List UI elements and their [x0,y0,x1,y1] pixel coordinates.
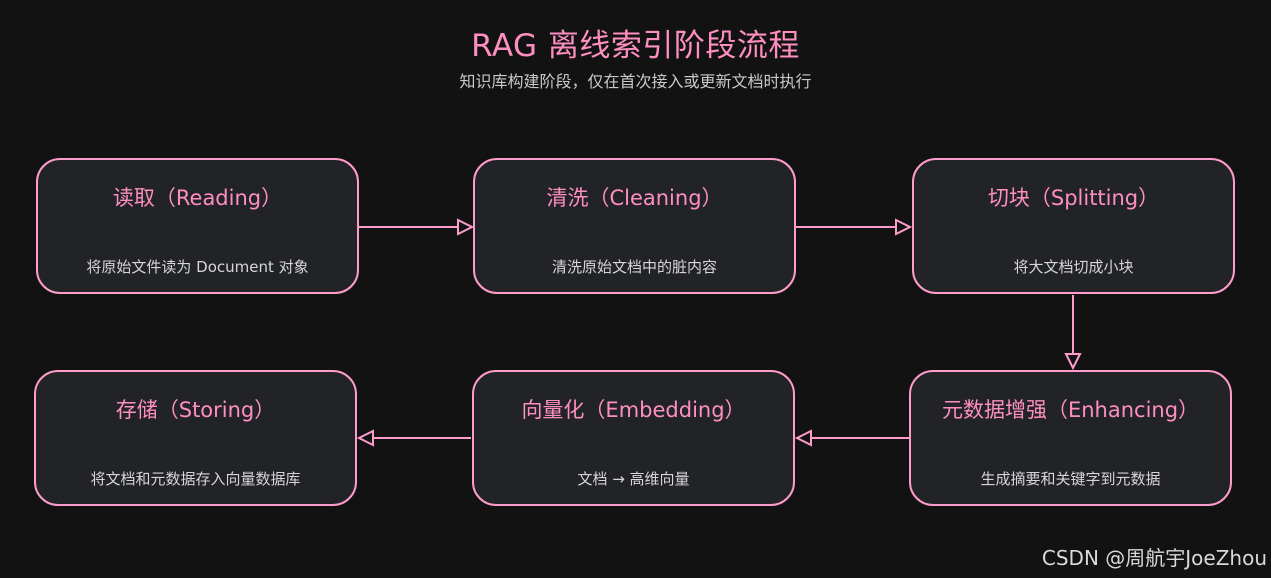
node-desc-enhancing: 生成摘要和关键字到元数据 [980,470,1161,488]
arrowhead-splitting [895,218,913,236]
node-title-cleaning: 清洗（Cleaning） [546,186,723,210]
node-desc-cleaning: 清洗原始文档中的脏内容 [551,258,717,276]
arrowhead-enhancing [1064,353,1082,371]
watermark: CSDN @周航宇JoeZhou [1041,546,1267,570]
node-storing: 存储（Storing） 将文档和元数据存入向量数据库 [34,370,357,506]
arrowhead-cleaning [457,218,475,236]
node-embedding: 向量化（Embedding） 文档 → 高维向量 [472,370,795,506]
node-desc-splitting: 将大文档切成小块 [1013,258,1134,276]
node-title-storing: 存储（Storing） [115,398,276,422]
node-title-enhancing: 元数据增强（Enhancing） [941,398,1200,422]
node-desc-embedding: 文档 → 高维向量 [577,470,690,488]
node-title-splitting: 切块（Splitting） [987,186,1160,210]
node-enhancing: 元数据增强（Enhancing） 生成摘要和关键字到元数据 [909,370,1232,506]
page-title: RAG 离线索引阶段流程 [471,28,800,64]
node-title-embedding: 向量化（Embedding） [521,398,746,422]
node-splitting: 切块（Splitting） 将大文档切成小块 [912,158,1235,294]
arrowhead-storing [356,429,374,447]
node-desc-storing: 将文档和元数据存入向量数据库 [90,470,301,488]
page-subtitle: 知识库构建阶段，仅在首次接入或更新文档时执行 [459,72,812,91]
arrowhead-embedding [794,429,812,447]
node-cleaning: 清洗（Cleaning） 清洗原始文档中的脏内容 [473,158,796,294]
node-reading: 读取（Reading） 将原始文件读为 Document 对象 [36,158,359,294]
node-title-reading: 读取（Reading） [112,186,283,210]
node-desc-reading: 将原始文件读为 Document 对象 [86,258,309,276]
